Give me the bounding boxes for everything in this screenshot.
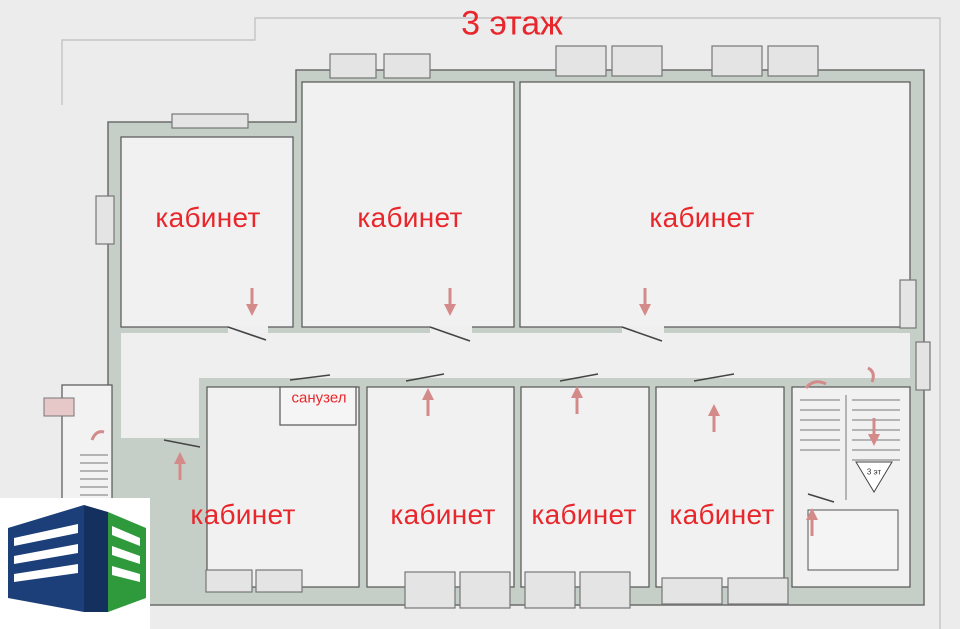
room-label-7: кабинет [669, 499, 775, 530]
room-label-3: кабинет [649, 202, 755, 233]
room-label-2: кабинет [357, 202, 463, 233]
room-label-1: кабинет [155, 202, 261, 233]
room-3-area [519, 81, 911, 328]
stair-sign-label: 3 эт [866, 467, 882, 477]
stair-sign [855, 461, 893, 493]
doors [163, 326, 835, 503]
room-1-area [120, 136, 294, 328]
room-label-4: кабинет [190, 499, 296, 530]
room-7-area [655, 386, 785, 588]
left-stairs [80, 454, 108, 496]
wc-area [279, 386, 357, 426]
room-label-5: кабинет [390, 499, 496, 530]
corridor [121, 333, 910, 378]
room-5-area [366, 386, 515, 588]
stair-direction-arrow-icon [90, 366, 875, 441]
floor-title: 3 этаж [461, 4, 563, 43]
room-6-area [520, 386, 650, 588]
right-stairs [800, 395, 900, 500]
company-logo-building-icon [0, 498, 150, 629]
windows [95, 45, 931, 609]
wc-label: санузел [291, 389, 347, 407]
room-label-6: кабинет [531, 499, 637, 530]
room-2-area [301, 81, 515, 328]
